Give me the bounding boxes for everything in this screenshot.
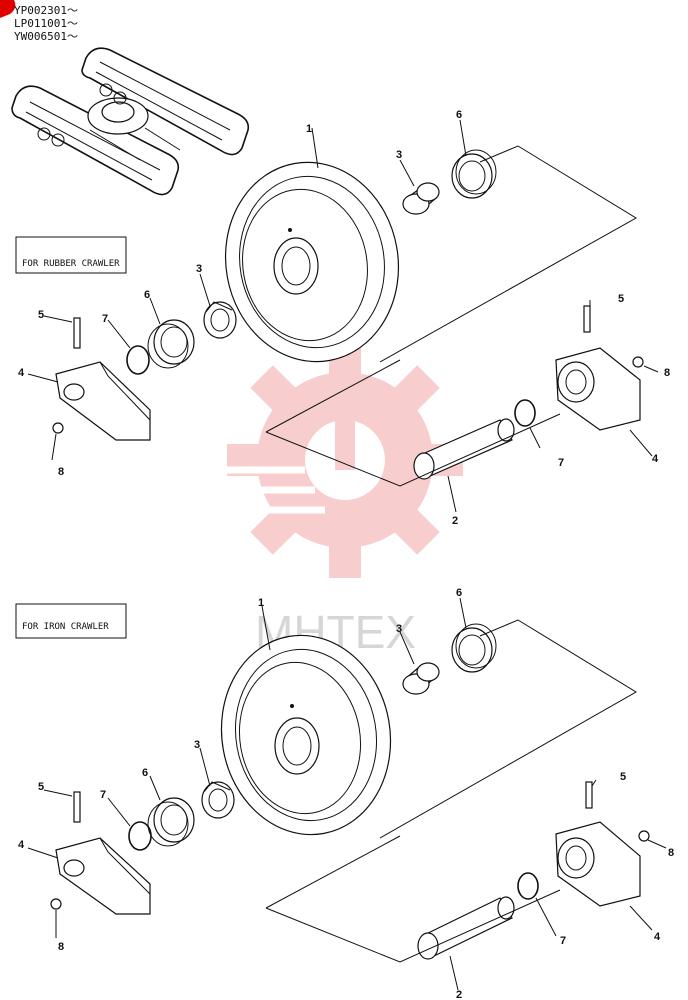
note-text: FOR RUBBER CRAWLER: [22, 259, 120, 269]
serial-line-1: YP002301～: [14, 4, 78, 17]
label-4-right: 4: [652, 453, 659, 465]
o-ring-left: [128, 821, 152, 851]
label-6-right: 6: [456, 587, 462, 599]
label-4-right: 4: [654, 931, 661, 943]
o-ring-left: [126, 345, 150, 375]
pin-left: [73, 317, 81, 349]
label-8-left: 8: [58, 466, 64, 478]
o-ring-right: [514, 399, 536, 427]
pin-left: [73, 791, 81, 823]
serial-line-2: LP011001～: [14, 17, 78, 30]
crawler-thumbnail: [11, 47, 250, 196]
seal-right: [451, 149, 497, 199]
label-3-right: 3: [396, 623, 402, 635]
o-ring-right: [517, 872, 539, 900]
serial-line-3: YW006501～: [14, 30, 78, 43]
note-box: [15, 236, 127, 274]
label-2: 2: [452, 515, 458, 527]
label-8-right: 8: [664, 367, 670, 379]
corner-mark-icon: [0, 0, 16, 18]
bracket-right: [555, 347, 644, 431]
pin-right: [585, 781, 593, 809]
label-8-left: 8: [58, 941, 64, 953]
section-iron-crawler: FOR IRON CRAWLER: [15, 587, 674, 1000]
note-text: FOR IRON CRAWLER: [22, 622, 109, 632]
label-6-left: 6: [142, 767, 148, 779]
idler-shaft: [417, 896, 515, 960]
label-5-left: 5: [38, 309, 44, 321]
bushing-right: [402, 662, 440, 695]
label-4-left: 4: [18, 367, 25, 379]
label-4-left: 4: [18, 839, 25, 851]
label-7-right: 7: [560, 935, 566, 947]
section-rubber-crawler: FOR RUBBER CRAWLER: [15, 109, 670, 527]
bracket-left: [50, 837, 151, 915]
idler-wheel: [224, 161, 400, 363]
seal-left: [147, 797, 195, 847]
pin-right: [583, 305, 591, 333]
seal-right: [451, 623, 497, 673]
note-box: [15, 603, 127, 639]
label-2: 2: [456, 989, 462, 1000]
bushing-left: [203, 301, 237, 339]
label-3-right: 3: [396, 149, 402, 161]
label-6-left: 6: [144, 289, 150, 301]
label-5-right: 5: [618, 293, 624, 305]
label-1: 1: [258, 597, 264, 609]
label-5-left: 5: [38, 781, 44, 793]
label-3-left: 3: [196, 263, 202, 275]
bracket-right: [555, 821, 650, 907]
label-3-left: 3: [194, 739, 200, 751]
idler-shaft: [413, 418, 515, 480]
bushing-left: [201, 781, 235, 819]
label-5-right: 5: [620, 771, 626, 783]
label-8-right: 8: [668, 847, 674, 859]
idler-wheel: [220, 634, 392, 836]
seal-left: [147, 319, 195, 369]
label-7-left: 7: [100, 789, 106, 801]
label-6-right: 6: [456, 109, 462, 121]
label-1: 1: [306, 123, 312, 135]
label-7-left: 7: [102, 313, 108, 325]
bushing-right: [402, 182, 440, 215]
label-7-right: 7: [558, 457, 564, 469]
bracket-left: [52, 361, 151, 441]
